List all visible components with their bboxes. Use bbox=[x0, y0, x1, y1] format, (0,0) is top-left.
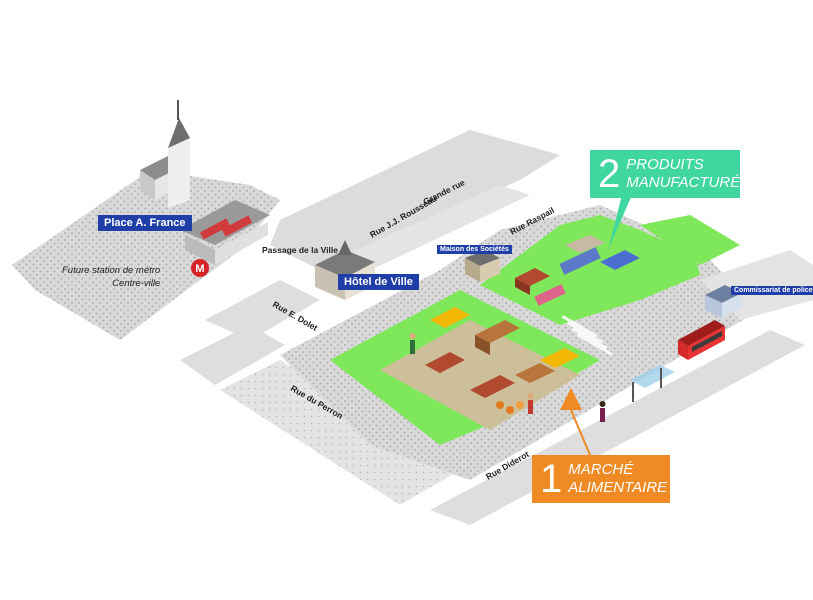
left-block-perron bbox=[180, 325, 285, 385]
label-hotel-de-ville: Hôtel de Ville bbox=[338, 274, 419, 290]
svg-text:M: M bbox=[195, 263, 204, 275]
metro-caption-line2: Centre-ville bbox=[112, 278, 161, 289]
metro-badge: M bbox=[191, 259, 209, 277]
metro-caption-line1: Future station de métro bbox=[62, 265, 161, 276]
produits-pointer bbox=[608, 195, 632, 250]
callout-produits-manufactures: 2 PRODUITS MANUFACTURÉS bbox=[590, 150, 750, 198]
maison-des-societes bbox=[465, 250, 500, 282]
food-stalls bbox=[425, 307, 580, 414]
red-bus bbox=[678, 320, 725, 360]
marche-pointer bbox=[560, 388, 582, 410]
label-place-france: Place A. France bbox=[98, 215, 192, 231]
callout-marche-line1: MARCHÉ bbox=[568, 461, 634, 478]
manufactured-stalls bbox=[515, 235, 640, 306]
pedestrian-crossing bbox=[561, 315, 613, 356]
callout-marche-number: 1 bbox=[540, 457, 563, 501]
metro-caption: Future station de métro Centre-ville bbox=[62, 264, 160, 290]
marche-leader-line bbox=[570, 409, 591, 456]
label-maison-des-societes: Maison des Sociétés bbox=[437, 245, 512, 254]
bus-shelter bbox=[630, 365, 675, 402]
label-commissariat: Commissariat de police bbox=[731, 286, 813, 295]
street-label-passage-ville: Passage de la Ville bbox=[262, 245, 338, 255]
callout-produits-number: 2 bbox=[598, 152, 621, 196]
left-block-bottom bbox=[220, 360, 460, 505]
grass-manufactured-ext bbox=[640, 215, 740, 265]
callout-produits-line1: PRODUITS bbox=[626, 156, 704, 173]
left-block-dolet bbox=[205, 280, 320, 340]
callout-marche-alimentaire: 1 MARCHÉ ALIMENTAIRE bbox=[532, 455, 670, 503]
upper-sidewalk bbox=[270, 130, 560, 270]
lower-right-sidewalk bbox=[430, 330, 805, 525]
upper-sidewalk-2 bbox=[330, 185, 530, 275]
metro-station bbox=[180, 200, 270, 265]
callout-marche-line2: ALIMENTAIRE bbox=[568, 479, 668, 496]
church bbox=[140, 100, 190, 208]
people bbox=[409, 333, 606, 422]
callout-produits-line2: MANUFACTURÉS bbox=[626, 174, 751, 191]
